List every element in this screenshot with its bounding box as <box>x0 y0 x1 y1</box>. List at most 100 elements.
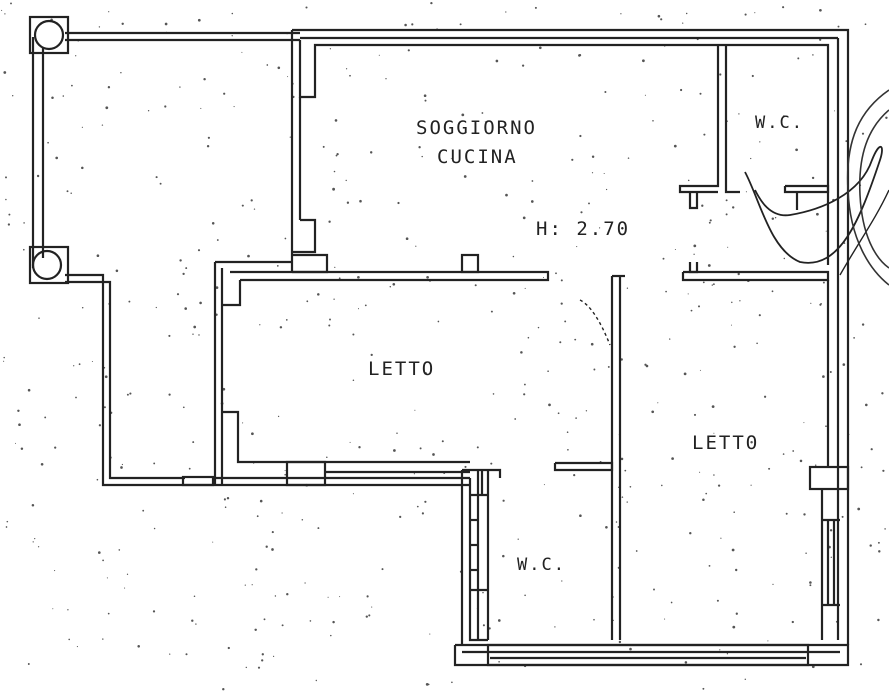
speckle-dot <box>861 132 865 135</box>
speckle-dot <box>335 154 338 157</box>
speckle-dot <box>284 469 286 472</box>
speckle-dot <box>708 564 711 567</box>
speckle-dot <box>226 496 230 500</box>
speckle-dot <box>371 606 373 608</box>
speckle-dot <box>357 275 360 279</box>
speckle-dot <box>179 259 182 262</box>
speckle-dot <box>261 659 264 662</box>
speckle-dot <box>750 157 752 160</box>
speckle-dot <box>358 446 361 449</box>
speckle-dot <box>37 546 40 548</box>
speckle-dot <box>98 424 102 427</box>
speckle-dot <box>328 324 331 327</box>
speckle-dot <box>841 515 844 518</box>
speckle-dot <box>860 466 863 469</box>
speckle-dot <box>629 647 632 651</box>
speckle-dot <box>304 582 306 584</box>
speckle-dot <box>576 246 578 248</box>
speckle-dot <box>176 293 180 296</box>
speckle-dot <box>865 403 868 407</box>
speckle-dot <box>803 422 805 424</box>
speckle-dot <box>31 504 35 507</box>
speckle-dot <box>590 342 594 346</box>
speckle-dot <box>660 18 663 21</box>
speckle-dot <box>231 12 234 15</box>
speckle-dot <box>699 92 702 95</box>
speckle-dot <box>101 124 104 126</box>
speckle-dot <box>419 447 422 450</box>
speckle-dot <box>574 338 577 341</box>
speckle-dot <box>289 136 291 138</box>
speckle-dot <box>259 324 261 326</box>
speckle-dot <box>105 106 109 110</box>
speckle-dot <box>339 596 341 598</box>
speckle-dot <box>642 59 645 63</box>
speckle-dot <box>561 580 563 582</box>
speckle-dot <box>326 456 328 459</box>
speckle-dot <box>877 618 880 622</box>
speckle-dot <box>661 484 663 487</box>
speckle-dot <box>169 653 171 655</box>
speckle-dot <box>733 511 735 513</box>
speckle-dot <box>542 276 545 279</box>
speckle-dot <box>118 549 121 551</box>
speckle-dot <box>407 49 410 52</box>
speckle-dot <box>795 148 798 152</box>
speckle-dot <box>265 545 268 548</box>
speckle-dot <box>370 353 373 357</box>
speckle-dot <box>164 22 168 26</box>
speckle-dot <box>199 301 202 305</box>
speckle-dot <box>750 484 752 486</box>
speckle-dot <box>329 318 331 321</box>
speckle-dot <box>474 284 477 287</box>
speckle-dot <box>261 653 264 656</box>
speckle-dot <box>8 213 11 216</box>
speckle-dot <box>732 206 735 209</box>
speckle-dot <box>547 370 549 373</box>
speckle-dot <box>653 588 655 591</box>
speckle-dot <box>744 13 747 16</box>
speckle-dot <box>842 363 846 366</box>
speckle-dot <box>543 484 545 486</box>
speckle-dot <box>416 505 419 508</box>
speckle-dot <box>771 217 775 220</box>
speckle-dot <box>697 305 701 308</box>
speckle-dot <box>222 688 225 691</box>
speckle-dot <box>451 681 453 684</box>
speckle-dot <box>708 221 711 224</box>
speckle-dot <box>885 116 888 120</box>
speckle-dot <box>864 23 867 26</box>
speckle-dot <box>222 387 226 391</box>
speckle-dot <box>97 551 101 554</box>
speckle-dot <box>520 351 523 354</box>
speckle-dot <box>357 308 360 310</box>
speckle-dot <box>404 23 407 27</box>
speckle-dot <box>66 190 69 193</box>
speckle-dot <box>1 9 3 11</box>
speckle-dot <box>651 410 655 414</box>
speckle-dot <box>285 319 288 321</box>
speckle-dot <box>797 57 800 60</box>
speckle-dot <box>155 176 158 179</box>
speckle-dot <box>54 570 56 572</box>
speckle-dot <box>560 279 563 282</box>
stamp-seal <box>846 89 889 286</box>
speckle-dot <box>414 409 416 411</box>
speckle-dot <box>81 126 83 128</box>
speckle-dot <box>129 392 132 395</box>
signature-squiggle <box>839 189 889 276</box>
speckle-dot <box>137 645 140 648</box>
speckle-dot <box>759 141 761 143</box>
speckle-dot <box>179 86 181 88</box>
speckle-dot <box>27 663 30 665</box>
speckle-dot <box>652 120 654 122</box>
speckle-dot <box>441 440 444 443</box>
speckle-dot <box>538 46 542 50</box>
speckle-dot <box>571 158 574 161</box>
speckle-dot <box>212 541 214 543</box>
speckle-dot <box>245 666 248 669</box>
speckle-dot <box>857 507 861 511</box>
speckle-dot <box>567 448 569 451</box>
speckle-dot <box>758 314 761 317</box>
